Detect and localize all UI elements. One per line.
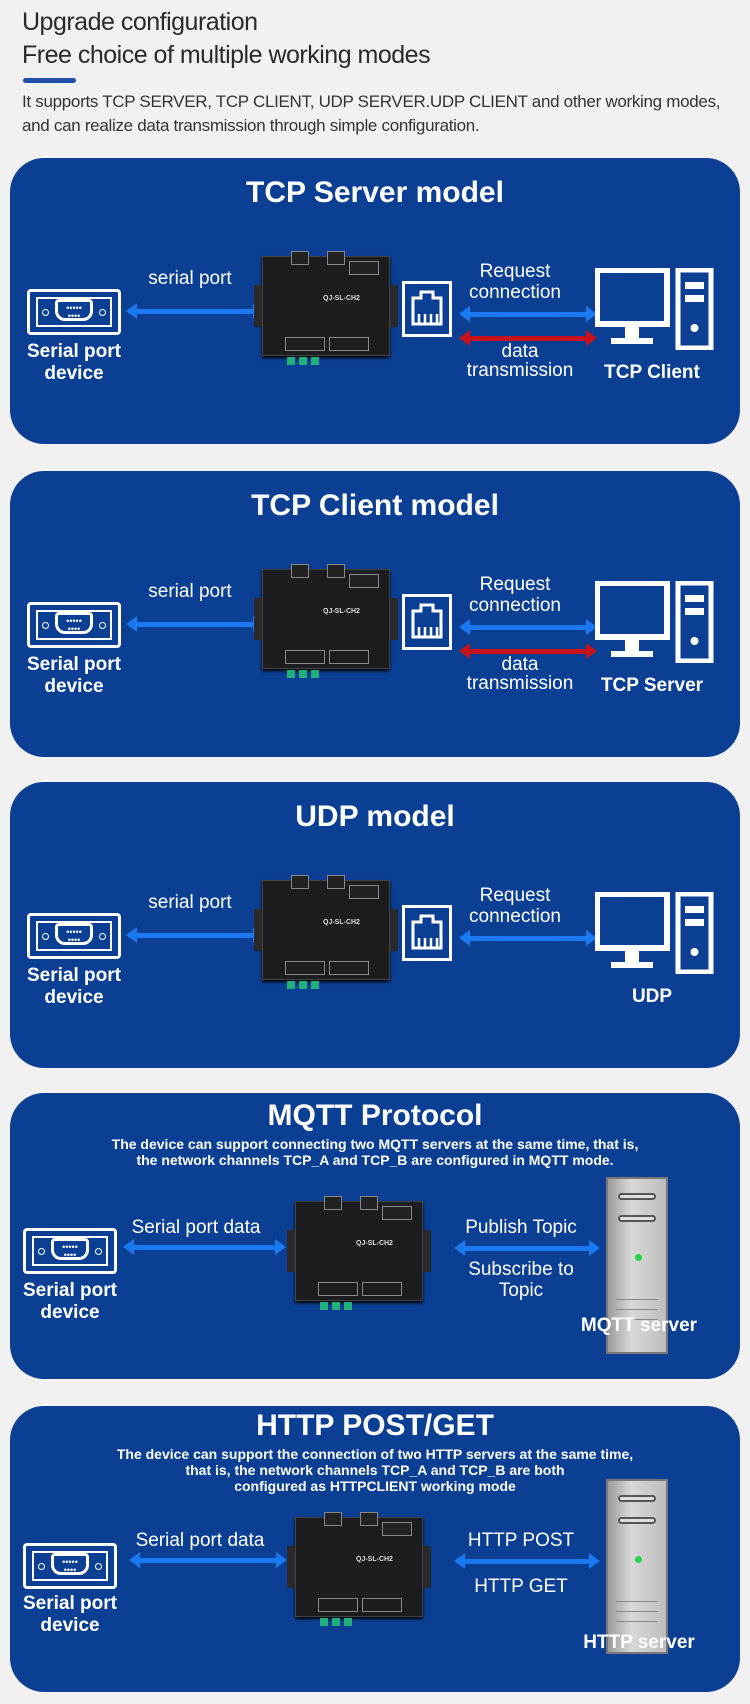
device-model-label: QJ-SL-CH2 xyxy=(356,1240,393,1247)
left-device-label: Serial port device xyxy=(27,965,121,1008)
panel-description: The device can support connecting two MQ… xyxy=(111,1136,639,1152)
link-label: serial port xyxy=(148,581,232,602)
device-model-label: QJ-SL-CH2 xyxy=(323,608,360,615)
panel-title: MQTT Protocol xyxy=(267,1099,483,1132)
panel-description: the network channels TCP_A and TCP_B are… xyxy=(136,1152,614,1168)
page-title: Upgrade configuration xyxy=(22,8,258,36)
panel-description: The device can support the connection of… xyxy=(116,1446,634,1462)
ethernet-port-icon xyxy=(402,594,452,650)
serial-server-device: QJ-SL-CH2 xyxy=(287,1512,431,1626)
serial-server-device: QJ-SL-CH2 xyxy=(254,875,398,989)
panel-title: HTTP POST/GET xyxy=(256,1409,494,1442)
computer-icon xyxy=(594,580,715,668)
link-label: Serial port data xyxy=(131,1217,261,1238)
computer-icon xyxy=(594,267,715,355)
ethernet-port-icon xyxy=(402,281,452,337)
request-connection-label: Request connection xyxy=(469,261,561,303)
bidirectional-arrow xyxy=(123,1239,286,1255)
bidirectional-arrow-right xyxy=(454,1240,600,1256)
request-arrow xyxy=(459,619,597,635)
bidirectional-arrow xyxy=(129,1552,287,1568)
device-model-label: QJ-SL-CH2 xyxy=(323,295,360,302)
mode-panel: UDP model ••••••••• Serial port device se… xyxy=(10,782,740,1068)
serial-port-icon: ••••••••• xyxy=(23,1228,117,1274)
serial-port-icon: ••••••••• xyxy=(27,289,121,335)
mode-panel: TCP Server model ••••••••• Serial port d… xyxy=(10,158,740,444)
serial-server-device: QJ-SL-CH2 xyxy=(254,251,398,365)
server-tower-icon xyxy=(606,1479,668,1654)
data-transmission-label: data transmission xyxy=(466,341,574,381)
serial-port-icon: ••••••••• xyxy=(27,602,121,648)
data-arrow xyxy=(459,643,597,659)
serial-server-device: QJ-SL-CH2 xyxy=(287,1196,431,1310)
bidirectional-arrow xyxy=(126,616,264,632)
left-device-label: Serial port device xyxy=(27,654,121,697)
panel-title: TCP Server model xyxy=(246,176,504,209)
right-device-label: UDP xyxy=(631,986,673,1007)
right-device-label: MQTT server xyxy=(580,1315,698,1336)
serial-server-device: QJ-SL-CH2 xyxy=(254,564,398,678)
link-label: serial port xyxy=(148,268,232,289)
serial-port-icon: ••••••••• xyxy=(23,1543,117,1589)
server-tower-icon xyxy=(606,1177,668,1354)
right-device-label: TCP Client xyxy=(604,362,700,383)
serial-port-icon: ••••••••• xyxy=(27,913,121,959)
left-device-label: Serial port device xyxy=(27,341,121,384)
mode-panel: TCP Client model ••••••••• Serial port d… xyxy=(10,471,740,757)
left-device-label: Serial port device xyxy=(23,1280,117,1323)
bottom-label: Subscribe to Topic xyxy=(468,1259,574,1301)
ethernet-port-icon xyxy=(402,905,452,961)
accent-bar xyxy=(23,78,76,83)
request-connection-label: Request connection xyxy=(469,574,561,616)
page-subtitle: Free choice of multiple working modes xyxy=(22,41,431,69)
request-arrow xyxy=(459,930,597,946)
intro-text: It supports TCP SERVER, TCP CLIENT, UDP … xyxy=(22,92,721,135)
bidirectional-arrow xyxy=(126,303,264,319)
panel-description: configured as HTTPCLIENT working mode xyxy=(234,1478,516,1494)
top-label: HTTP POST xyxy=(467,1530,575,1551)
top-label: Publish Topic xyxy=(465,1217,577,1238)
bidirectional-arrow xyxy=(126,927,264,943)
panel-title: TCP Client model xyxy=(251,489,499,522)
left-device-label: Serial port device xyxy=(23,1593,117,1636)
bottom-label: HTTP GET xyxy=(474,1576,568,1597)
link-label: serial port xyxy=(148,892,232,913)
request-arrow xyxy=(459,306,597,322)
panel-title: UDP model xyxy=(295,800,455,833)
right-device-label: HTTP server xyxy=(583,1632,695,1653)
right-device-label: TCP Server xyxy=(600,675,704,696)
bidirectional-arrow-right xyxy=(454,1553,600,1569)
panel-description: that is, the network channels TCP_A and … xyxy=(185,1462,565,1478)
device-model-label: QJ-SL-CH2 xyxy=(356,1556,393,1563)
computer-icon xyxy=(594,891,715,979)
data-transmission-label: data transmission xyxy=(466,654,574,694)
data-arrow xyxy=(459,330,597,346)
device-model-label: QJ-SL-CH2 xyxy=(323,919,360,926)
link-label: Serial port data xyxy=(135,1530,265,1551)
request-connection-label: Request connection xyxy=(469,885,561,927)
mode-panel: HTTP POST/GET The device can support the … xyxy=(10,1406,740,1692)
